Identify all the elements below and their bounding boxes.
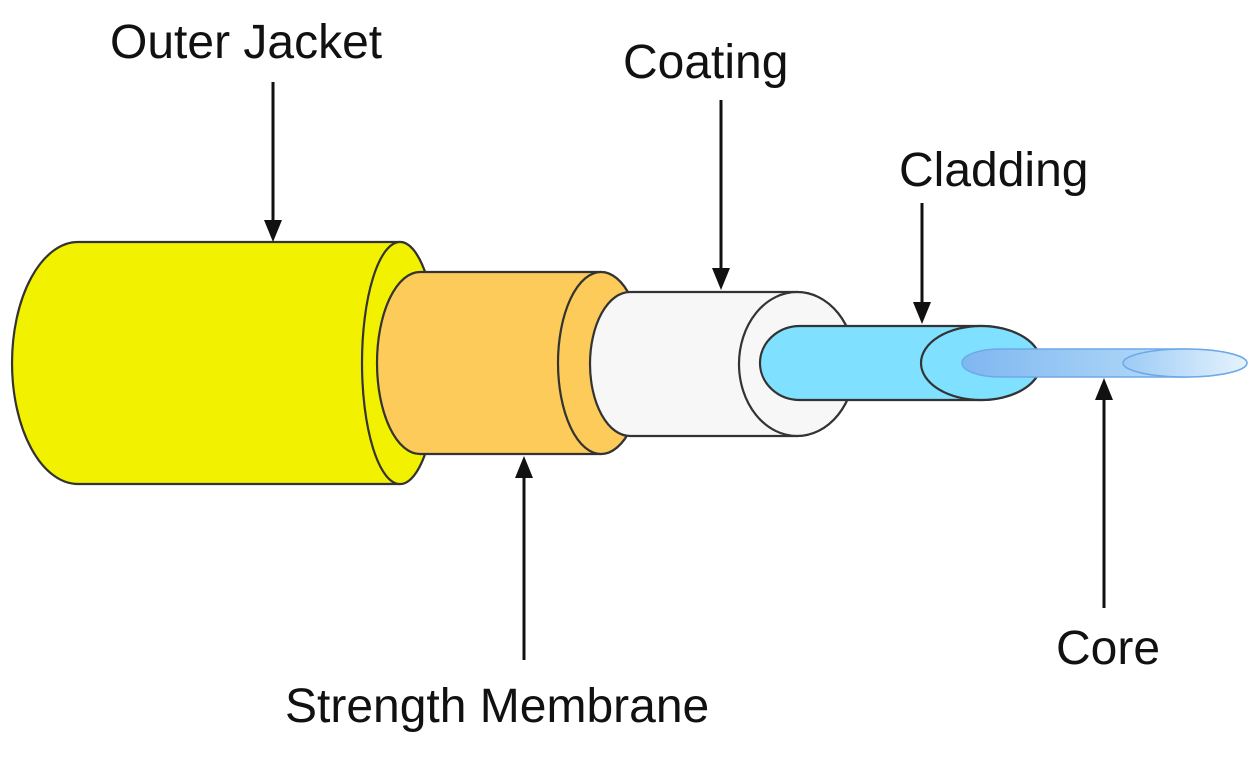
arrow-core <box>1095 378 1113 608</box>
core-end-face <box>1122 348 1248 378</box>
arrow-coating <box>712 100 730 290</box>
label-cladding: Cladding <box>899 144 1088 197</box>
label-strength-membrane: Strength Membrane <box>285 680 709 733</box>
arrow-outer-jacket <box>264 82 282 242</box>
core-layer <box>961 348 1248 378</box>
label-outer-jacket: Outer Jacket <box>110 16 382 69</box>
outer-jacket-layer <box>10 240 440 486</box>
arrow-strength-membrane <box>515 456 533 660</box>
label-coating: Coating <box>623 36 788 89</box>
arrow-cladding <box>913 203 931 324</box>
label-core: Core <box>1056 622 1160 675</box>
